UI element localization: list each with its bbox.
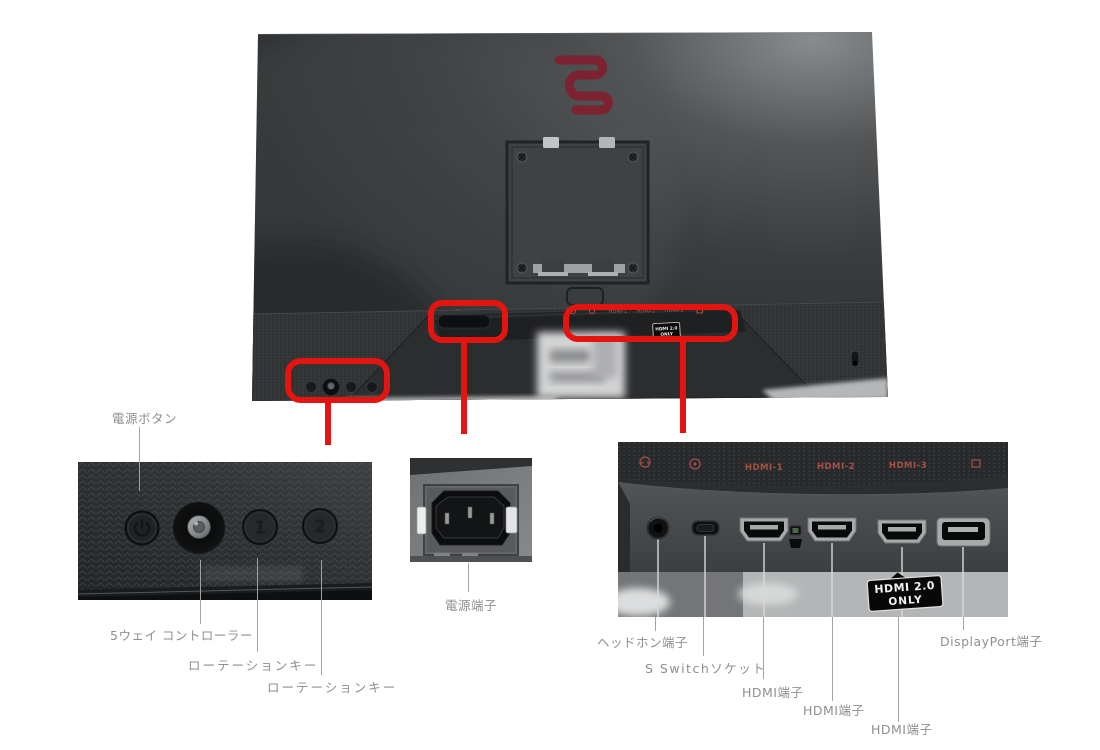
zowie-logo [554, 55, 613, 115]
rotation-key-2: 2 [302, 508, 338, 544]
blurred-label [618, 588, 670, 616]
leader-five-way [200, 560, 201, 624]
displayport [936, 517, 991, 547]
headphone-icon [639, 456, 651, 468]
callout-line-ports [680, 341, 686, 433]
label-hdmi2-red: HDMI-2 [817, 462, 855, 472]
svg-text:ONLY: ONLY [888, 594, 923, 608]
leader-s-switch [703, 617, 704, 656]
vesa-mount [505, 137, 650, 285]
kensington-lock-slot [850, 350, 860, 368]
ac-power-inlet [431, 490, 511, 546]
power-marking: ~ [455, 307, 460, 314]
label-hdmi3-red: HDMI-3 [889, 461, 927, 471]
rotation-key-1-small [345, 381, 357, 393]
label-hdmi-terminal-3: HDMI端子 [871, 722, 933, 737]
callout-line-controls [325, 402, 331, 445]
power-button-small [305, 381, 317, 393]
power-pin [467, 506, 473, 519]
power-icon [133, 519, 151, 537]
power-button [124, 510, 160, 546]
label-displayport-terminal: DisplayPort端子 [940, 634, 1043, 649]
blurred-product-label [537, 332, 625, 398]
s-switch-icon [689, 458, 701, 470]
leader-rotation-1 [257, 558, 258, 652]
label-hdmi-terminal-2: HDMI端子 [803, 703, 865, 718]
power-pin [489, 512, 495, 525]
callout-box-controls [285, 358, 390, 403]
label-five-way-controller: 5ウェイ コントローラー [110, 628, 253, 643]
rotation-key-2-numeral: 2 [314, 517, 327, 538]
lock-hole [789, 525, 802, 548]
five-way-controller [173, 502, 225, 554]
leader-headphone [655, 617, 656, 631]
headphone-jack [646, 516, 670, 540]
vesa-clip [543, 137, 559, 148]
power-inlet-slot [437, 314, 491, 329]
rotation-key-1: 1 [242, 509, 278, 545]
hdmi-port-3 [877, 519, 927, 544]
svg-text:ONLY: ONLY [660, 331, 674, 338]
vesa-clip [599, 137, 615, 148]
label-s-switch-socket: S Switchソケット [645, 661, 767, 676]
label-power-button: 電源ボタン [112, 411, 178, 426]
leader-hdmi-1 [763, 617, 764, 679]
hdmi-port-2 [807, 517, 857, 542]
leader-displayport [963, 617, 964, 630]
port-strip-hdmi1: HDMI-1 [609, 309, 627, 315]
hdmi-sticker-large: HDMI 2.0 ONLY [866, 572, 944, 612]
leader-power-button [139, 427, 140, 491]
callout-line-power [461, 342, 467, 434]
leader-rotation-2 [321, 560, 322, 675]
svg-text:HDMI 2.0: HDMI 2.0 [874, 579, 935, 596]
label-power-terminal: 電源端子 [445, 598, 498, 613]
power-pin [444, 512, 450, 525]
leader-hdmi-3 [898, 617, 899, 722]
s-switch-socket [691, 520, 720, 536]
ports-closeup-photo: HDMI-1 HDMI-2 HDMI-3 [618, 442, 1008, 617]
label-hdmi-terminal-1: HDMI端子 [742, 685, 804, 700]
inlet-clip-left [416, 506, 427, 535]
port-strip-labels-closeup: HDMI-1 HDMI-2 HDMI-3 [639, 456, 981, 473]
stand-release-button [566, 287, 604, 306]
callout-box-power [428, 300, 508, 343]
controls-closeup-photo: 1 2 [78, 462, 372, 600]
callout-box-ports [563, 304, 738, 342]
blurred-label [738, 583, 798, 605]
leader-power-terminal [468, 563, 469, 592]
label-rotation-key-2: ローテーションキー [267, 680, 398, 695]
monitor-rear-photo: ~ HDMI-1 HDMI-2 HDMI-3 HDMI 2.0 ONLY [252, 32, 888, 401]
label-hdmi1-red: HDMI-1 [745, 463, 783, 473]
inlet-clip-right [505, 506, 518, 534]
leader-hdmi-2 [832, 617, 833, 701]
port-leader-lines [657, 536, 964, 617]
displayport-icon [971, 459, 981, 468]
rotation-key-1-numeral: 1 [254, 518, 267, 539]
power-closeup-photo [410, 458, 532, 562]
label-rotation-key-1: ローテーションキー [188, 658, 319, 673]
vesa-screw [516, 151, 639, 274]
hdmi-port-1 [739, 517, 789, 542]
label-headphone-jack: ヘッドホン端子 [597, 635, 689, 650]
svg-text:HDMI 2.0: HDMI 2.0 [655, 325, 677, 332]
port-strip-hdmi3: HDMI-3 [665, 308, 683, 314]
port-strip-hdmi2: HDMI-2 [637, 309, 655, 315]
